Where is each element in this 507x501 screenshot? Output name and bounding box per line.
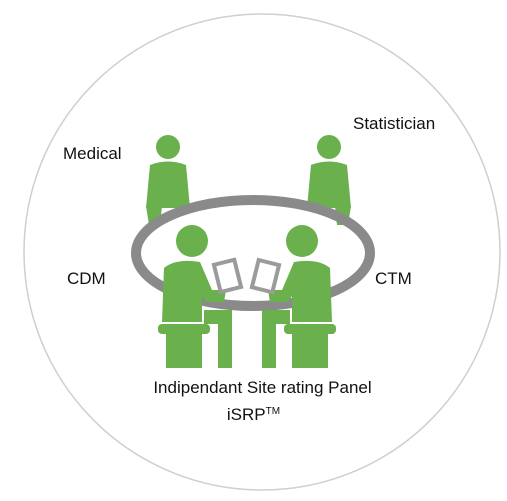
outer-circle bbox=[23, 13, 501, 491]
document-left-icon bbox=[211, 257, 244, 295]
document-right-icon bbox=[249, 257, 282, 295]
medical-label: Medical bbox=[63, 144, 122, 163]
panel-title: Indipendant Site rating Panel bbox=[153, 378, 372, 397]
medical-person-icon bbox=[146, 135, 190, 225]
panel-abbreviation: iSRPTM bbox=[0, 406, 507, 423]
cdm-person-icon bbox=[158, 225, 232, 368]
conference-table bbox=[131, 195, 375, 311]
trademark-mark: TM bbox=[265, 406, 281, 417]
panel-abbrev-text: iSRP bbox=[226, 405, 266, 424]
ctm-label: CTM bbox=[375, 269, 412, 288]
cdm-label: CDM bbox=[67, 269, 106, 288]
ctm-person-icon bbox=[262, 225, 336, 368]
statistician-label: Statistician bbox=[353, 114, 436, 133]
